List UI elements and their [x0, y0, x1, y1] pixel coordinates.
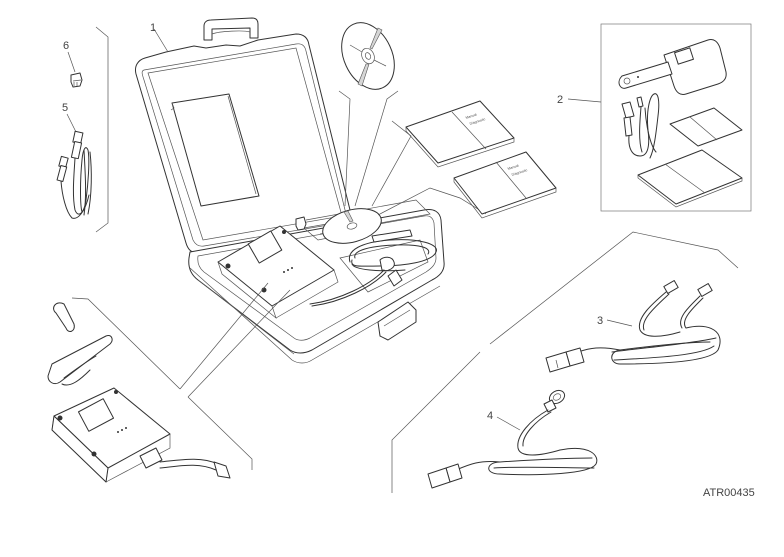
group-bracket-left — [95, 26, 109, 233]
reference-code: ATR00435 — [703, 487, 755, 499]
manuals-group: Manual Diagnostic Manual Diagnostic — [371, 100, 557, 219]
usb-cable — [56, 113, 92, 219]
callout-5: 5 — [62, 102, 68, 114]
interface-unit-group — [47, 282, 291, 483]
svg-text:Diagnostic: Diagnostic — [469, 117, 486, 126]
callout-6: 6 — [63, 40, 69, 52]
adapter-plug — [67, 51, 83, 88]
svg-text:Diagnostic: Diagnostic — [511, 168, 528, 177]
carry-case — [135, 17, 445, 364]
handheld-kit — [567, 23, 752, 212]
twin-connector-cable — [489, 231, 739, 373]
svg-text:Manual: Manual — [465, 113, 477, 120]
callout-4: 4 — [487, 410, 493, 422]
callout-2: 2 — [557, 94, 563, 106]
single-connector-cable — [391, 351, 598, 493]
svg-text:Manual: Manual — [507, 164, 519, 171]
software-cd — [338, 22, 399, 207]
callout-1: 1 — [150, 22, 156, 34]
callout-3: 3 — [597, 315, 603, 327]
callouts: 1 2 3 4 5 6 — [62, 22, 603, 422]
